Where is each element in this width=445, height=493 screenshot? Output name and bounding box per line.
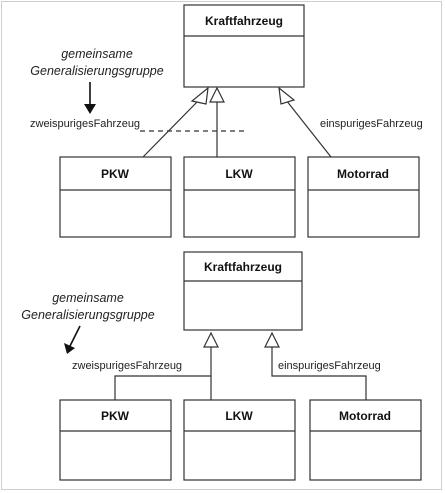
bottom-diagram: Kraftfahrzeug zweispurigesFahrzeug einsp…: [21, 251, 422, 481]
bottom-subclass-motorrad-name: Motorrad: [339, 409, 391, 423]
bottom-subclass-pkw: PKW: [59, 399, 172, 481]
bottom-subclass-motorrad: Motorrad: [309, 399, 422, 481]
bottom-note-line1: gemeinsame: [52, 291, 124, 305]
top-subclass-lkw-name: LKW: [225, 167, 253, 181]
bottom-subclass-lkw-name: LKW: [225, 409, 253, 423]
bottom-note-arrow-head: [64, 343, 75, 354]
top-triangle-lkw: [209, 86, 225, 103]
top-label-zweispuriges: zweispurigesFahrzeug: [30, 118, 140, 130]
bottom-connector-right: [271, 347, 367, 400]
bottom-triangle-left: [203, 331, 219, 348]
top-note-arrow-head: [84, 104, 96, 114]
bottom-note-line2: Generalisierungsgruppe: [21, 308, 154, 322]
top-note-line1: gemeinsame: [61, 47, 133, 61]
bottom-note-arrow: [69, 325, 81, 347]
top-triangle-motorrad: [278, 86, 296, 105]
top-line-pkw: [142, 99, 200, 158]
bottom-triangle-right: [264, 331, 280, 348]
top-superclass-name: Kraftfahrzeug: [205, 14, 283, 28]
top-subclass-pkw: PKW: [59, 156, 172, 238]
bottom-label-einspuriges: einspurigesFahrzeug: [278, 360, 381, 372]
bottom-subclass-lkw: LKW: [183, 399, 296, 481]
top-label-einspuriges: einspurigesFahrzeug: [320, 118, 423, 130]
top-diagram: Kraftfahrzeug zweispurigesFahrzeug einsp…: [30, 4, 423, 238]
bottom-superclass-name: Kraftfahrzeug: [204, 260, 282, 274]
top-subclass-lkw: LKW: [183, 156, 296, 238]
top-triangle-pkw: [190, 86, 209, 105]
top-superclass-box: Kraftfahrzeug: [183, 4, 305, 88]
bottom-subclass-pkw-name: PKW: [101, 409, 130, 423]
top-line-motorrad: [285, 99, 332, 158]
bottom-superclass-box: Kraftfahrzeug: [183, 251, 303, 331]
top-subclass-motorrad-name: Motorrad: [337, 167, 389, 181]
top-subclass-motorrad: Motorrad: [307, 156, 420, 238]
bottom-label-zweispuriges: zweispurigesFahrzeug: [72, 360, 182, 372]
top-subclass-pkw-name: PKW: [101, 167, 130, 181]
top-note-line2: Generalisierungsgruppe: [30, 64, 163, 78]
bottom-connector-left: [114, 347, 212, 400]
